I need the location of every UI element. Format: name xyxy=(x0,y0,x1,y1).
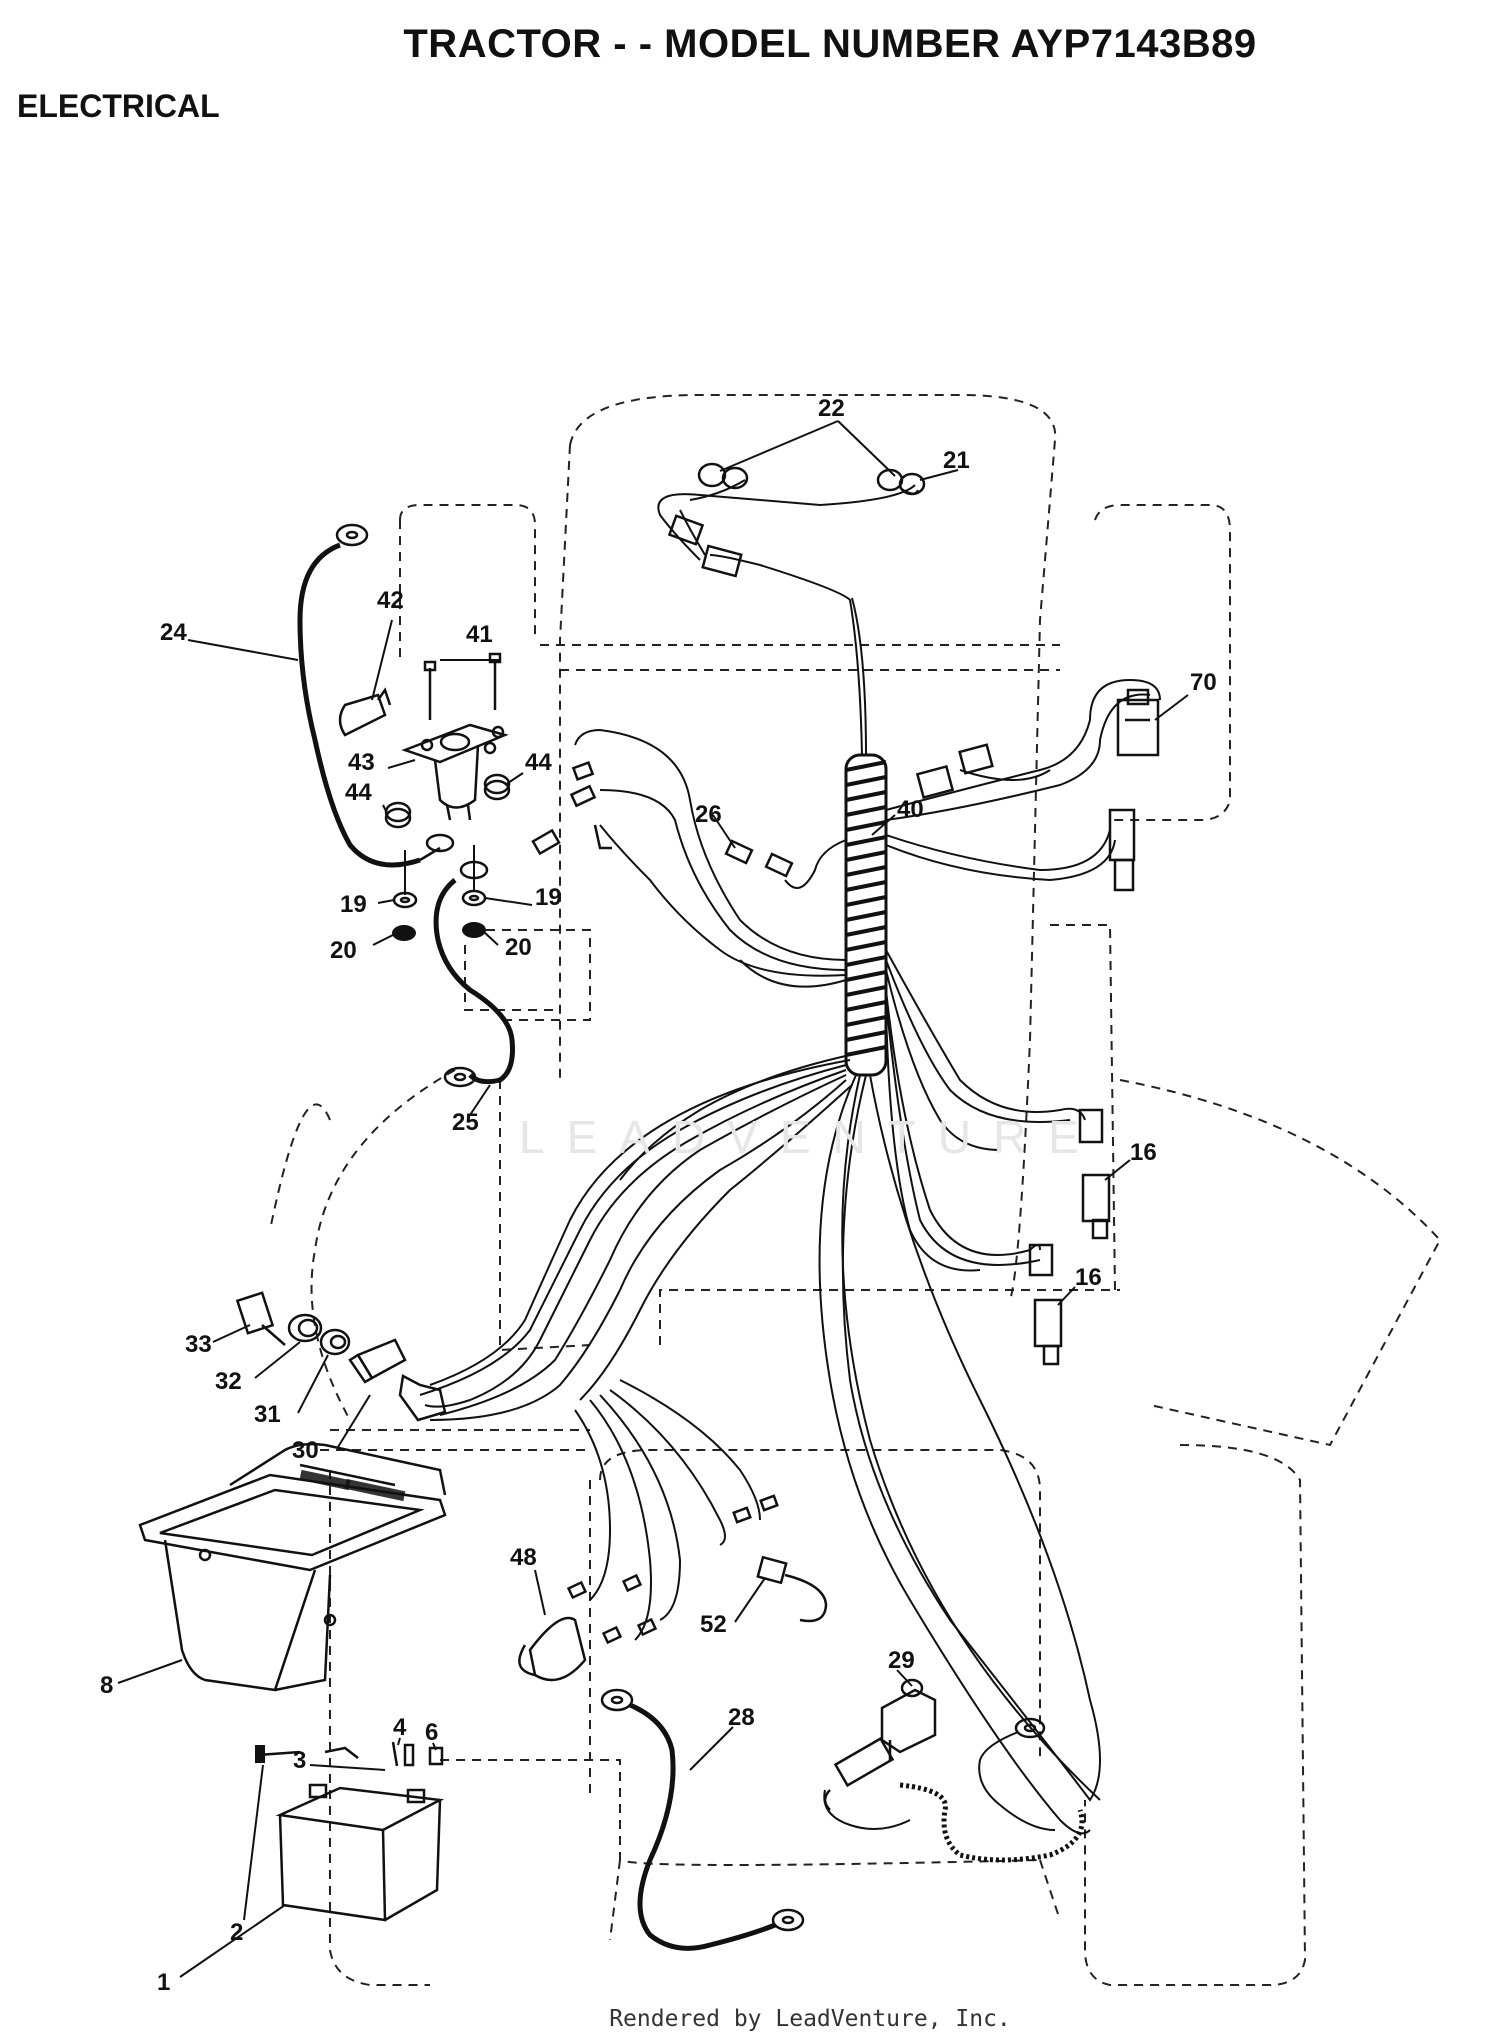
headlight-bulbs xyxy=(689,462,926,501)
callout-48: 48 xyxy=(510,1544,537,1571)
callout-1: 1 xyxy=(157,1969,170,1996)
right-harness-plugs xyxy=(915,743,1136,892)
connector-16-upper xyxy=(1078,1108,1111,1240)
page-title: TRACTOR - - MODEL NUMBER AYP7143B89 xyxy=(403,22,1257,66)
callout-21: 21 xyxy=(943,447,970,474)
terminal-boot-42 xyxy=(338,687,392,737)
leader-lines xyxy=(117,420,1189,1978)
callout-44-left: 44 xyxy=(345,779,372,806)
callout-41: 41 xyxy=(466,621,493,648)
callout-3: 3 xyxy=(293,1747,306,1774)
connector-52 xyxy=(732,1494,828,1623)
callout-20-left: 20 xyxy=(330,937,357,964)
solenoid-bolts-41 xyxy=(423,652,502,720)
ignition-key-33 xyxy=(235,1291,286,1346)
cable-25 xyxy=(433,878,515,1088)
callout-6: 6 xyxy=(425,1719,438,1746)
ignition-switch-30 xyxy=(348,1338,447,1422)
callout-4: 4 xyxy=(393,1714,407,1741)
tractor-outline xyxy=(269,394,1442,1986)
battery-box-8 xyxy=(138,1442,447,1692)
connector-70 xyxy=(1116,688,1160,757)
callout-2: 2 xyxy=(230,1919,243,1946)
headlight-connectors xyxy=(667,514,743,578)
callout-44-right: 44 xyxy=(525,749,552,776)
cable-28 xyxy=(600,1688,805,1951)
callout-28: 28 xyxy=(728,1704,755,1731)
callout-33: 33 xyxy=(185,1331,212,1358)
starter-solenoid xyxy=(401,723,509,821)
connector-26 xyxy=(724,839,794,878)
callout-19-left: 19 xyxy=(340,891,367,918)
callout-24: 24 xyxy=(160,619,187,646)
bezel-32 xyxy=(287,1313,323,1343)
connector-48 xyxy=(518,1573,658,1682)
callout-31: 31 xyxy=(254,1401,281,1428)
callout-25: 25 xyxy=(452,1109,479,1136)
battery-1 xyxy=(275,1783,445,1922)
section-title: ELECTRICAL xyxy=(17,88,220,124)
callout-52: 52 xyxy=(700,1611,727,1638)
callout-16-upper: 16 xyxy=(1130,1139,1157,1166)
callout-30: 30 xyxy=(292,1437,319,1464)
callout-43: 43 xyxy=(348,749,375,776)
callout-22: 22 xyxy=(818,395,845,422)
nut-20-left xyxy=(392,925,416,941)
callout-42: 42 xyxy=(377,587,404,614)
nut-31 xyxy=(319,1328,351,1356)
nut-44-left xyxy=(384,801,412,829)
callout-labels: 22 21 24 42 41 43 44 44 19 19 20 20 25 2… xyxy=(100,395,1217,1996)
callout-29: 29 xyxy=(888,1647,915,1674)
nut-20-right xyxy=(462,922,486,938)
callout-19-right: 19 xyxy=(535,884,562,911)
connector-16-lower xyxy=(1028,1243,1063,1366)
callout-26: 26 xyxy=(695,801,722,828)
callout-20-right: 20 xyxy=(505,934,532,961)
nut-44-right xyxy=(483,773,511,801)
washer-19-right xyxy=(461,889,487,907)
render-credit: Rendered by LeadVenture, Inc. xyxy=(609,2006,1011,2032)
callout-40: 40 xyxy=(897,796,924,823)
seat-switch-coil xyxy=(823,1717,1085,1863)
solenoid-plugs xyxy=(531,761,612,856)
callout-32: 32 xyxy=(215,1368,242,1395)
callout-8: 8 xyxy=(100,1672,113,1699)
washer-19-left xyxy=(392,891,418,909)
callout-16-lower: 16 xyxy=(1075,1264,1102,1291)
cable-24 xyxy=(297,523,441,868)
callout-70: 70 xyxy=(1190,669,1217,696)
harness-loom-coil xyxy=(844,753,888,1077)
watermark: LEADVENTURE xyxy=(519,1111,1101,1163)
switch-29 xyxy=(880,1678,937,1760)
battery-hardware xyxy=(255,1741,444,1767)
